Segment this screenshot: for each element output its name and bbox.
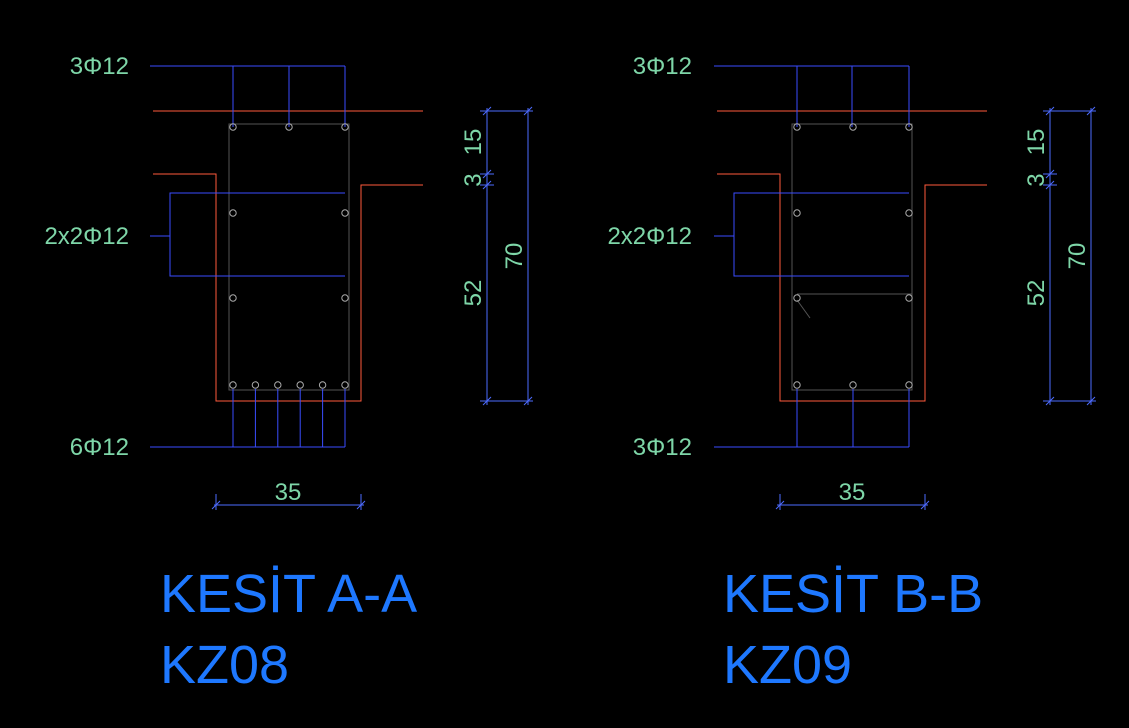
stirrup-hook bbox=[796, 299, 811, 319]
rebar-dot bbox=[229, 209, 237, 217]
width-tick bbox=[920, 500, 930, 510]
dim-tick bbox=[482, 169, 492, 179]
width-dimension-label: 35 bbox=[839, 479, 866, 506]
width-tick bbox=[211, 500, 221, 510]
beam-section-outline bbox=[791, 123, 913, 391]
bottom-rebar-label: 6Φ12 bbox=[70, 434, 129, 461]
width-tick bbox=[775, 500, 785, 510]
dim-tick bbox=[1086, 396, 1096, 406]
bottom-rebar-label: 3Φ12 bbox=[633, 434, 692, 461]
rebar-dot bbox=[229, 381, 237, 389]
rebar-dots bbox=[229, 123, 349, 389]
section-b-b: 3Φ12 2x2Φ12 3Φ12 35 70 15 3 52 KESİT B-B… bbox=[607, 53, 1096, 695]
rebar-dot bbox=[229, 294, 237, 302]
rebar-dot bbox=[905, 294, 913, 302]
rebar-dot bbox=[341, 123, 349, 131]
top-rebar-label: 3Φ12 bbox=[633, 53, 692, 80]
middle-rebar-label: 2x2Φ12 bbox=[607, 223, 692, 250]
dim-tick bbox=[1086, 106, 1096, 116]
width-tick bbox=[356, 500, 366, 510]
dim-bottom-label: 52 bbox=[1023, 280, 1050, 307]
dim-tick bbox=[1045, 180, 1055, 190]
rebar-dot bbox=[905, 123, 913, 131]
dim-tick bbox=[482, 106, 492, 116]
rebar-dot bbox=[905, 209, 913, 217]
top-rebar-label: 3Φ12 bbox=[70, 53, 129, 80]
rebar-dot bbox=[296, 381, 304, 389]
bottom-leaders bbox=[796, 389, 910, 447]
slab-outline bbox=[153, 173, 423, 402]
bottom-leaders bbox=[232, 389, 346, 447]
dim-tick bbox=[482, 396, 492, 406]
section-a-a: 3Φ12 2x2Φ12 6Φ12 35 70 15 3 52 KESİT A-A… bbox=[44, 53, 533, 695]
stirrup-inner-line bbox=[797, 293, 913, 325]
height-dimension-label: 70 bbox=[501, 243, 528, 270]
rebar-dot bbox=[793, 294, 801, 302]
dim-tick bbox=[523, 396, 533, 406]
height-dimension-label: 70 bbox=[1064, 243, 1091, 270]
section-code: KZ09 bbox=[723, 635, 852, 695]
middle-rebar-callout bbox=[733, 192, 909, 277]
rebar-dot bbox=[793, 209, 801, 217]
rebar-dot bbox=[274, 381, 282, 389]
dim-tick bbox=[482, 180, 492, 190]
dim-bottom-label: 52 bbox=[460, 280, 487, 307]
section-title: KESİT B-B bbox=[723, 564, 983, 624]
rebar-dot bbox=[793, 381, 801, 389]
dim-tick bbox=[523, 106, 533, 116]
rebar-dot bbox=[285, 123, 293, 131]
beam-section-outline bbox=[228, 123, 350, 391]
dim-top-label: 15 bbox=[460, 129, 487, 156]
section-title: KESİT A-A bbox=[160, 564, 417, 624]
middle-rebar-callout bbox=[169, 192, 345, 277]
dim-mid-label: 3 bbox=[460, 173, 487, 186]
rebar-dot bbox=[341, 381, 349, 389]
width-dimension-label: 35 bbox=[275, 479, 302, 506]
rebar-dot bbox=[905, 381, 913, 389]
slab-outline bbox=[717, 173, 987, 402]
dim-top-label: 15 bbox=[1023, 129, 1050, 156]
rebar-dot bbox=[318, 381, 327, 389]
rebar-dot bbox=[341, 294, 349, 302]
dim-tick bbox=[1045, 396, 1055, 406]
rebar-dot bbox=[251, 381, 260, 389]
dim-tick bbox=[1045, 169, 1055, 179]
rebar-dot bbox=[341, 209, 349, 217]
middle-rebar-label: 2x2Φ12 bbox=[44, 223, 129, 250]
section-code: KZ08 bbox=[160, 635, 289, 695]
dim-tick bbox=[1045, 106, 1055, 116]
rebar-dot bbox=[849, 381, 857, 389]
rebar-dot bbox=[793, 123, 801, 131]
rebar-dot bbox=[229, 123, 237, 131]
rebar-dot bbox=[849, 123, 857, 131]
rebar-dots bbox=[793, 123, 913, 389]
dim-mid-label: 3 bbox=[1023, 173, 1050, 186]
